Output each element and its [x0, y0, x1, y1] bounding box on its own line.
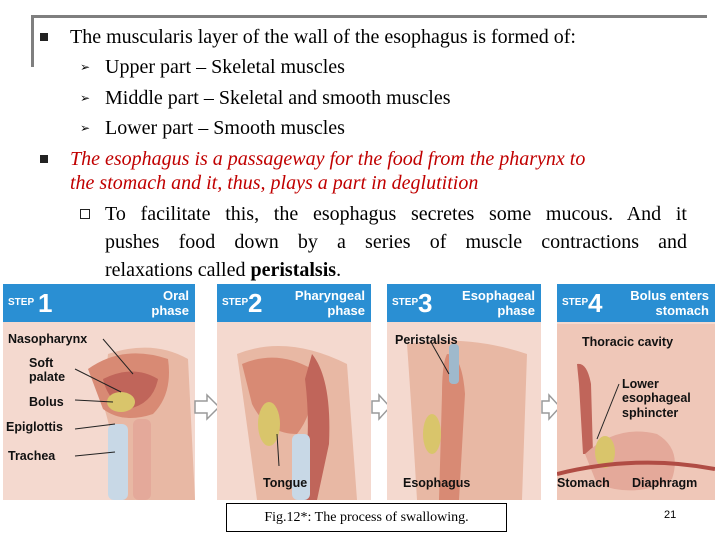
panel-header: STEP 4 Bolus enters stomach [557, 284, 715, 322]
figure-panel-step2: STEP 2 Pharyngeal phase Tongue [217, 284, 371, 500]
phase-title-line: Bolus enters [630, 288, 709, 303]
bolus-shape [423, 414, 441, 454]
sub-item: Lower part – Smooth muscles [105, 117, 345, 139]
bolus-shape [258, 402, 280, 446]
step-label: STEP [222, 297, 249, 308]
slide-frame-left [31, 15, 34, 67]
anatomy-label: Tongue [263, 476, 308, 490]
phase-title: Esophageal phase [462, 288, 535, 318]
anatomy-label: Epiglottis [6, 420, 63, 434]
sub-paragraph-line: relaxations called peristalsis. [105, 256, 687, 284]
peristalsis-term: peristalsis [250, 259, 337, 281]
figure-caption: Fig.12*: The process of swallowing. [226, 503, 507, 532]
step-label: STEP [8, 297, 35, 308]
bullet-square-icon [40, 155, 48, 163]
phase-title-line: Esophageal [462, 288, 535, 303]
checkbox-bullet-icon [80, 209, 90, 219]
phase-title-line: phase [327, 303, 365, 318]
oral-phase-illustration [74, 338, 195, 500]
bullet-text: The muscularis layer of the wall of the … [70, 26, 576, 48]
step-number: 3 [418, 288, 433, 318]
bolus-shape [107, 392, 135, 412]
anatomy-label: Stomach [557, 476, 610, 490]
esophageal-phase-illustration [407, 340, 527, 500]
sub-item: Middle part – Skeletal and smooth muscle… [105, 87, 451, 109]
anatomy-label: Thoracic cavity [582, 335, 674, 349]
anatomy-label: Bolus [29, 395, 64, 409]
anatomy-label: Trachea [8, 449, 56, 463]
phase-title-line: phase [151, 303, 189, 318]
bullet-text-red: The esophagus is a passageway for the fo… [70, 148, 586, 170]
anatomy-label: palate [29, 370, 66, 384]
step-number: 4 [588, 288, 603, 318]
next-step-arrow-icon [194, 393, 221, 421]
anatomy-label: Lower [622, 377, 659, 391]
phase-title: Pharyngeal phase [295, 288, 365, 318]
panel-header: STEP 3 Esophageal phase [387, 284, 541, 322]
anatomy-label: Nasopharynx [8, 332, 88, 346]
arrow-bullet-icon: ➢ [80, 60, 91, 74]
anatomy-label: Soft [29, 356, 54, 370]
page-number: 21 [664, 509, 677, 521]
anatomy-label: sphincter [622, 406, 679, 420]
panel-header: STEP 2 Pharyngeal phase [217, 284, 371, 322]
arrow-bullet-icon: ➢ [80, 91, 91, 105]
next-step-arrow-icon [371, 393, 391, 421]
step-number: 2 [248, 288, 263, 318]
phase-title-line: stomach [655, 303, 709, 318]
sub-paragraph-line: To facilitate this, the esophagus secret… [105, 203, 687, 225]
sub-paragraph-end: . [336, 259, 342, 281]
figure-panel-step1: STEP 1 Oral phase Nasopharynx Soft palat… [3, 284, 195, 500]
sub-item: Upper part – Skeletal muscles [105, 56, 345, 78]
step-label: STEP [562, 297, 589, 308]
sub-paragraph-text: relaxations called [105, 259, 251, 281]
slide-frame-top [31, 15, 707, 18]
sub-paragraph-line: pushes food down by a series of muscle c… [105, 231, 687, 253]
next-step-arrow-icon [541, 393, 561, 421]
figure-panel-step3: STEP 3 Esophageal phase Peristalsis Esop… [387, 284, 541, 500]
pharyngeal-phase-illustration [237, 346, 357, 500]
anatomy-label: Peristalsis [395, 333, 458, 347]
arrow-bullet-icon: ➢ [80, 121, 91, 135]
anatomy-label: Esophagus [403, 476, 471, 490]
sub-paragraph: To facilitate this, the esophagus secret… [105, 200, 687, 284]
phase-title: Oral phase [151, 288, 189, 318]
bolus-enters-stomach-illustration [557, 324, 715, 500]
bolus-shape [595, 436, 615, 468]
step-number: 1 [38, 288, 53, 318]
phase-title: Bolus enters stomach [630, 288, 709, 318]
phase-title-line: Oral [162, 288, 189, 303]
bullet-square-icon [40, 33, 48, 41]
anatomy-label: esophageal [622, 391, 691, 405]
anatomy-label: Diaphragm [632, 476, 698, 490]
step-label: STEP [392, 297, 419, 308]
figure-panel-step4: STEP 4 Bolus enters stomach Thoracic cav… [557, 284, 715, 500]
panel-header: STEP 1 Oral phase [3, 284, 195, 322]
bullet-text-red: the stomach and it, thus, plays a part i… [70, 172, 479, 194]
phase-title-line: Pharyngeal [294, 288, 365, 303]
phase-title-line: phase [497, 303, 535, 318]
